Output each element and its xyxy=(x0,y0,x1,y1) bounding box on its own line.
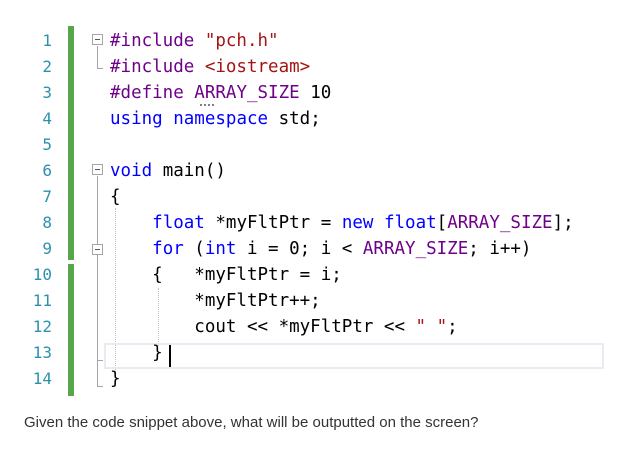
code-token: } xyxy=(110,343,163,363)
indent-guide-for xyxy=(158,288,159,346)
code-token xyxy=(110,239,152,259)
code-token: i = 0; i < xyxy=(236,239,363,259)
fold-line-for xyxy=(97,256,98,360)
indent-guide-main xyxy=(115,208,116,376)
code-token: { xyxy=(110,187,121,207)
code-token: int xyxy=(204,239,237,259)
code-token: ]; xyxy=(552,213,574,233)
fold-end-for xyxy=(97,360,103,361)
line-number: 3 xyxy=(42,83,52,102)
code-token: #include xyxy=(110,31,205,51)
code-line[interactable]: #include "pch.h" xyxy=(110,28,279,54)
current-line-highlight xyxy=(104,343,604,369)
question-text: Given the code snippet above, what will … xyxy=(24,414,479,431)
line-number: 9 xyxy=(42,239,52,258)
code-token: void xyxy=(110,161,153,181)
change-tracking-separator xyxy=(68,260,74,264)
code-token: new xyxy=(341,213,374,233)
code-token: ARRAY_SIZE xyxy=(447,213,553,233)
line-number: 14 xyxy=(32,369,52,388)
code-token: 10 xyxy=(299,83,332,103)
line-number: 8 xyxy=(42,213,52,232)
code-token xyxy=(110,213,152,233)
code-token: } xyxy=(110,369,121,389)
code-token: ; i++) xyxy=(468,239,532,259)
code-token: ( xyxy=(183,239,205,259)
code-line[interactable]: using namespace std; xyxy=(110,106,321,132)
code-token: std; xyxy=(268,109,321,129)
code-line[interactable]: for (int i = 0; i < ARRAY_SIZE; i++) xyxy=(110,236,531,262)
code-line[interactable]: void main() xyxy=(110,158,226,184)
line-number: 13 xyxy=(32,343,52,362)
code-token: "pch.h" xyxy=(204,31,279,51)
code-line[interactable]: { xyxy=(110,184,121,210)
code-line[interactable]: } xyxy=(110,340,163,366)
macro-hint-squiggle xyxy=(200,104,214,107)
code-token: ; xyxy=(447,317,458,337)
code-line[interactable]: } xyxy=(110,366,121,392)
code-token: using xyxy=(110,109,163,129)
code-token: main() xyxy=(152,161,226,181)
code-token: namespace xyxy=(173,109,269,129)
code-token xyxy=(373,213,384,233)
code-token: #include xyxy=(110,57,205,77)
line-number: 5 xyxy=(42,135,52,154)
collapse-include-block-icon[interactable] xyxy=(92,34,103,45)
fold-end-include xyxy=(97,68,103,69)
code-line[interactable]: #define ARRAY_SIZE 10 xyxy=(110,80,331,106)
fold-end-main xyxy=(97,386,103,387)
text-caret xyxy=(169,345,171,367)
change-tracking-bar xyxy=(68,26,74,396)
line-number: 12 xyxy=(32,317,52,336)
line-number: 11 xyxy=(32,291,52,310)
line-number: 7 xyxy=(42,187,52,206)
fold-line-include xyxy=(97,46,98,68)
line-number: 6 xyxy=(42,161,52,180)
code-token: ARRAY_SIZE xyxy=(362,239,469,259)
code-token: ARRAY_SIZE xyxy=(194,83,300,103)
code-token: float xyxy=(152,213,205,233)
code-token: [ xyxy=(436,213,448,233)
code-token: for xyxy=(152,239,184,259)
code-line[interactable]: cout << *myFltPtr << " "; xyxy=(110,314,458,340)
code-token: *myFltPtr = xyxy=(204,213,342,233)
code-line[interactable]: float *myFltPtr = new float[ARRAY_SIZE]; xyxy=(110,210,574,236)
code-token xyxy=(163,109,174,129)
code-line[interactable]: #include <iostream> xyxy=(110,54,310,80)
collapse-for-loop-icon[interactable] xyxy=(92,244,103,255)
code-token: *myFltPtr++; xyxy=(110,291,321,311)
line-number: 2 xyxy=(42,57,52,76)
line-number: 4 xyxy=(42,109,52,128)
code-token: " " xyxy=(415,317,448,337)
code-token: #define xyxy=(110,83,195,103)
code-line[interactable]: *myFltPtr++; xyxy=(110,288,321,314)
collapse-main-icon[interactable] xyxy=(92,164,103,175)
code-line[interactable]: { *myFltPtr = i; xyxy=(110,262,342,288)
code-token: { *myFltPtr = i; xyxy=(110,265,342,285)
code-token: <iostream> xyxy=(204,57,311,77)
code-token: cout << *myFltPtr << xyxy=(110,317,416,337)
line-number: 10 xyxy=(32,265,52,284)
line-number: 1 xyxy=(42,31,52,50)
code-token: float xyxy=(383,213,437,233)
